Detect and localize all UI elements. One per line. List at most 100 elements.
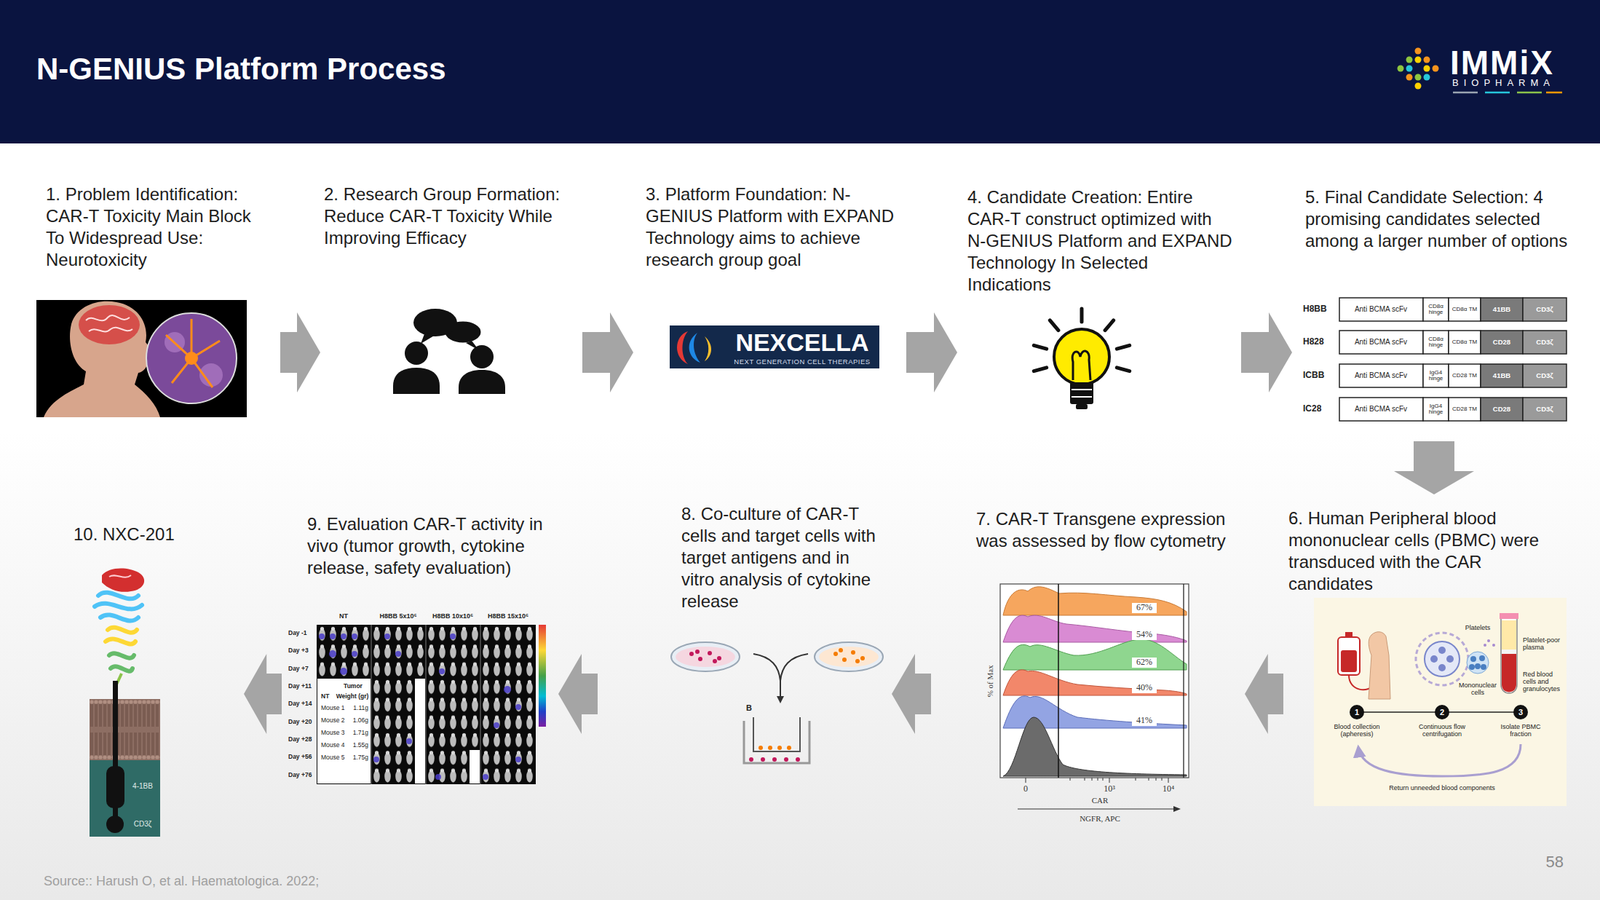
research-group-icon xyxy=(393,308,506,394)
coculture-illustration xyxy=(712,658,718,664)
figure-label: Return unneeded blood components xyxy=(1358,783,1526,792)
table-cell: NT xyxy=(321,692,335,701)
process-step: 9. Evaluation CAR-T activity in vivo (tu… xyxy=(285,498,555,794)
table-cell: CD8α hinge xyxy=(1423,336,1449,349)
step-text: 3. Platform Foundation: N-GENIUS Platfor… xyxy=(645,178,900,271)
in-vivo-imaging-panel xyxy=(318,633,522,780)
flow-cytometry-histogram xyxy=(1017,808,1177,810)
pbmc-isolation-illustration xyxy=(1358,743,1521,776)
pbmc-isolation-illustration xyxy=(1430,655,1438,663)
step-text: 9. Evaluation CAR-T activity in vivo (tu… xyxy=(307,498,552,579)
neurotoxicity-photo xyxy=(36,299,247,418)
car-construct-table xyxy=(1423,363,1449,388)
table-cell: IgG4 hinge xyxy=(1423,369,1449,383)
car-construct-table xyxy=(1423,297,1449,322)
pbmc-isolation-illustration xyxy=(1480,663,1487,670)
table-cell: CD8α hinge xyxy=(1423,303,1449,316)
table-cell: CD3ζ xyxy=(1523,405,1566,414)
table-cell: Weight (gr) xyxy=(335,692,370,701)
logo-mark xyxy=(1423,65,1431,73)
logo-subtext: NEXT GENERATION CELL THERAPIES xyxy=(725,358,880,367)
pbmc-isolation-illustration xyxy=(1438,663,1446,672)
in-vivo-imaging-panel xyxy=(438,668,445,675)
table-cell: Mouse 4 xyxy=(321,741,346,750)
row-label: Day +20 xyxy=(288,718,316,726)
logo-subtext: BIOPHARMA xyxy=(1452,77,1576,89)
pbmc-isolation-illustration xyxy=(1446,655,1454,663)
callout-number: 1 xyxy=(1349,708,1365,717)
in-vivo-imaging-panel xyxy=(351,633,358,640)
company-logo xyxy=(704,336,712,362)
pbmc-isolation-illustration xyxy=(1501,649,1517,654)
figure-label: Platelets xyxy=(1455,623,1500,632)
row-label: ICBB xyxy=(1303,370,1338,381)
neurotoxicity-photo xyxy=(78,305,140,345)
car-construct-table xyxy=(1339,297,1424,322)
car-structure-model xyxy=(89,759,161,837)
logo-mark xyxy=(1406,56,1413,64)
in-vivo-imaging-panel xyxy=(351,650,358,657)
in-vivo-imaging-panel xyxy=(538,624,546,727)
table-cell: IgG4 hinge xyxy=(1423,403,1449,416)
logo-text: NEXCELLA xyxy=(729,329,875,355)
in-vivo-imaging-panel xyxy=(515,703,522,710)
table-cell: CD8α TM xyxy=(1449,339,1480,346)
logo-mark xyxy=(1415,82,1422,90)
table-cell: CD3ζ xyxy=(1523,305,1566,314)
research-group-icon xyxy=(470,345,494,369)
pbmc-isolation-illustration xyxy=(1438,646,1446,654)
row-label: H828 xyxy=(1303,337,1338,348)
process-arrow xyxy=(1244,653,1284,734)
research-group-icon xyxy=(404,341,429,365)
car-construct-table xyxy=(1522,297,1567,322)
in-vivo-imaging-panel xyxy=(340,633,347,640)
car-construct-table xyxy=(1522,397,1567,421)
flow-cytometry-histogram xyxy=(1003,639,1187,670)
pbmc-isolation-illustration xyxy=(1501,620,1517,650)
table-cell: CD3ζ xyxy=(1523,338,1566,347)
slide-title: N-GENIUS Platform Process xyxy=(36,49,447,89)
logo-mark xyxy=(1546,91,1563,94)
pbmc-isolation-illustration xyxy=(1313,597,1567,806)
axis-title: NGFR, APC xyxy=(1067,813,1133,824)
car-construct-table xyxy=(1339,297,1567,421)
pbmc-isolation-illustration xyxy=(1424,641,1460,677)
logo-mark xyxy=(1452,91,1478,94)
step-text: 8. Co-culture of CAR-T cells and target … xyxy=(681,498,886,613)
pbmc-isolation-illustration xyxy=(1479,655,1485,661)
flow-cytometry-histogram xyxy=(1003,669,1187,696)
car-structure-model xyxy=(109,652,134,671)
coculture-illustration xyxy=(838,647,843,653)
car-construct-table xyxy=(1448,330,1481,354)
coculture-illustration xyxy=(786,745,792,750)
car-structure-model xyxy=(105,627,137,645)
coculture-illustration xyxy=(814,642,883,672)
pbmc-isolation-illustration xyxy=(1470,655,1477,662)
step-text: 10. NXC-201 xyxy=(73,498,238,546)
logo-mark xyxy=(1423,56,1431,64)
header-bar xyxy=(0,0,1600,144)
pbmc-isolation-illustration xyxy=(1501,617,1518,693)
callout-number: 2 xyxy=(1434,708,1450,717)
percent-label: 40% xyxy=(1131,682,1157,693)
process-arrow xyxy=(243,653,282,734)
figure-label: Red blood cells and granulocytes xyxy=(1522,670,1567,693)
table-cell: 41BB xyxy=(1481,371,1523,380)
logo-mark xyxy=(1397,65,1405,73)
step-text: 6. Human Peripheral blood mononuclear ce… xyxy=(1288,498,1568,595)
research-group-icon xyxy=(458,369,506,394)
row-label: H8BB xyxy=(1303,304,1338,315)
process-arrow xyxy=(891,653,932,734)
table-cell: CD28 xyxy=(1481,338,1523,347)
car-construct-table xyxy=(1339,397,1424,421)
car-construct-table xyxy=(1480,297,1523,322)
row-label: IC28 xyxy=(1303,404,1338,415)
coculture-illustration xyxy=(855,658,860,664)
pbmc-isolation-illustration xyxy=(1483,643,1487,647)
car-structure-model xyxy=(106,765,125,809)
car-construct-table xyxy=(1339,363,1424,388)
table-cell: Mouse 5 xyxy=(321,754,346,762)
lightbulb-icon xyxy=(1033,308,1130,410)
pbmc-isolation-illustration xyxy=(1499,612,1519,619)
car-construct-table xyxy=(1448,397,1481,421)
